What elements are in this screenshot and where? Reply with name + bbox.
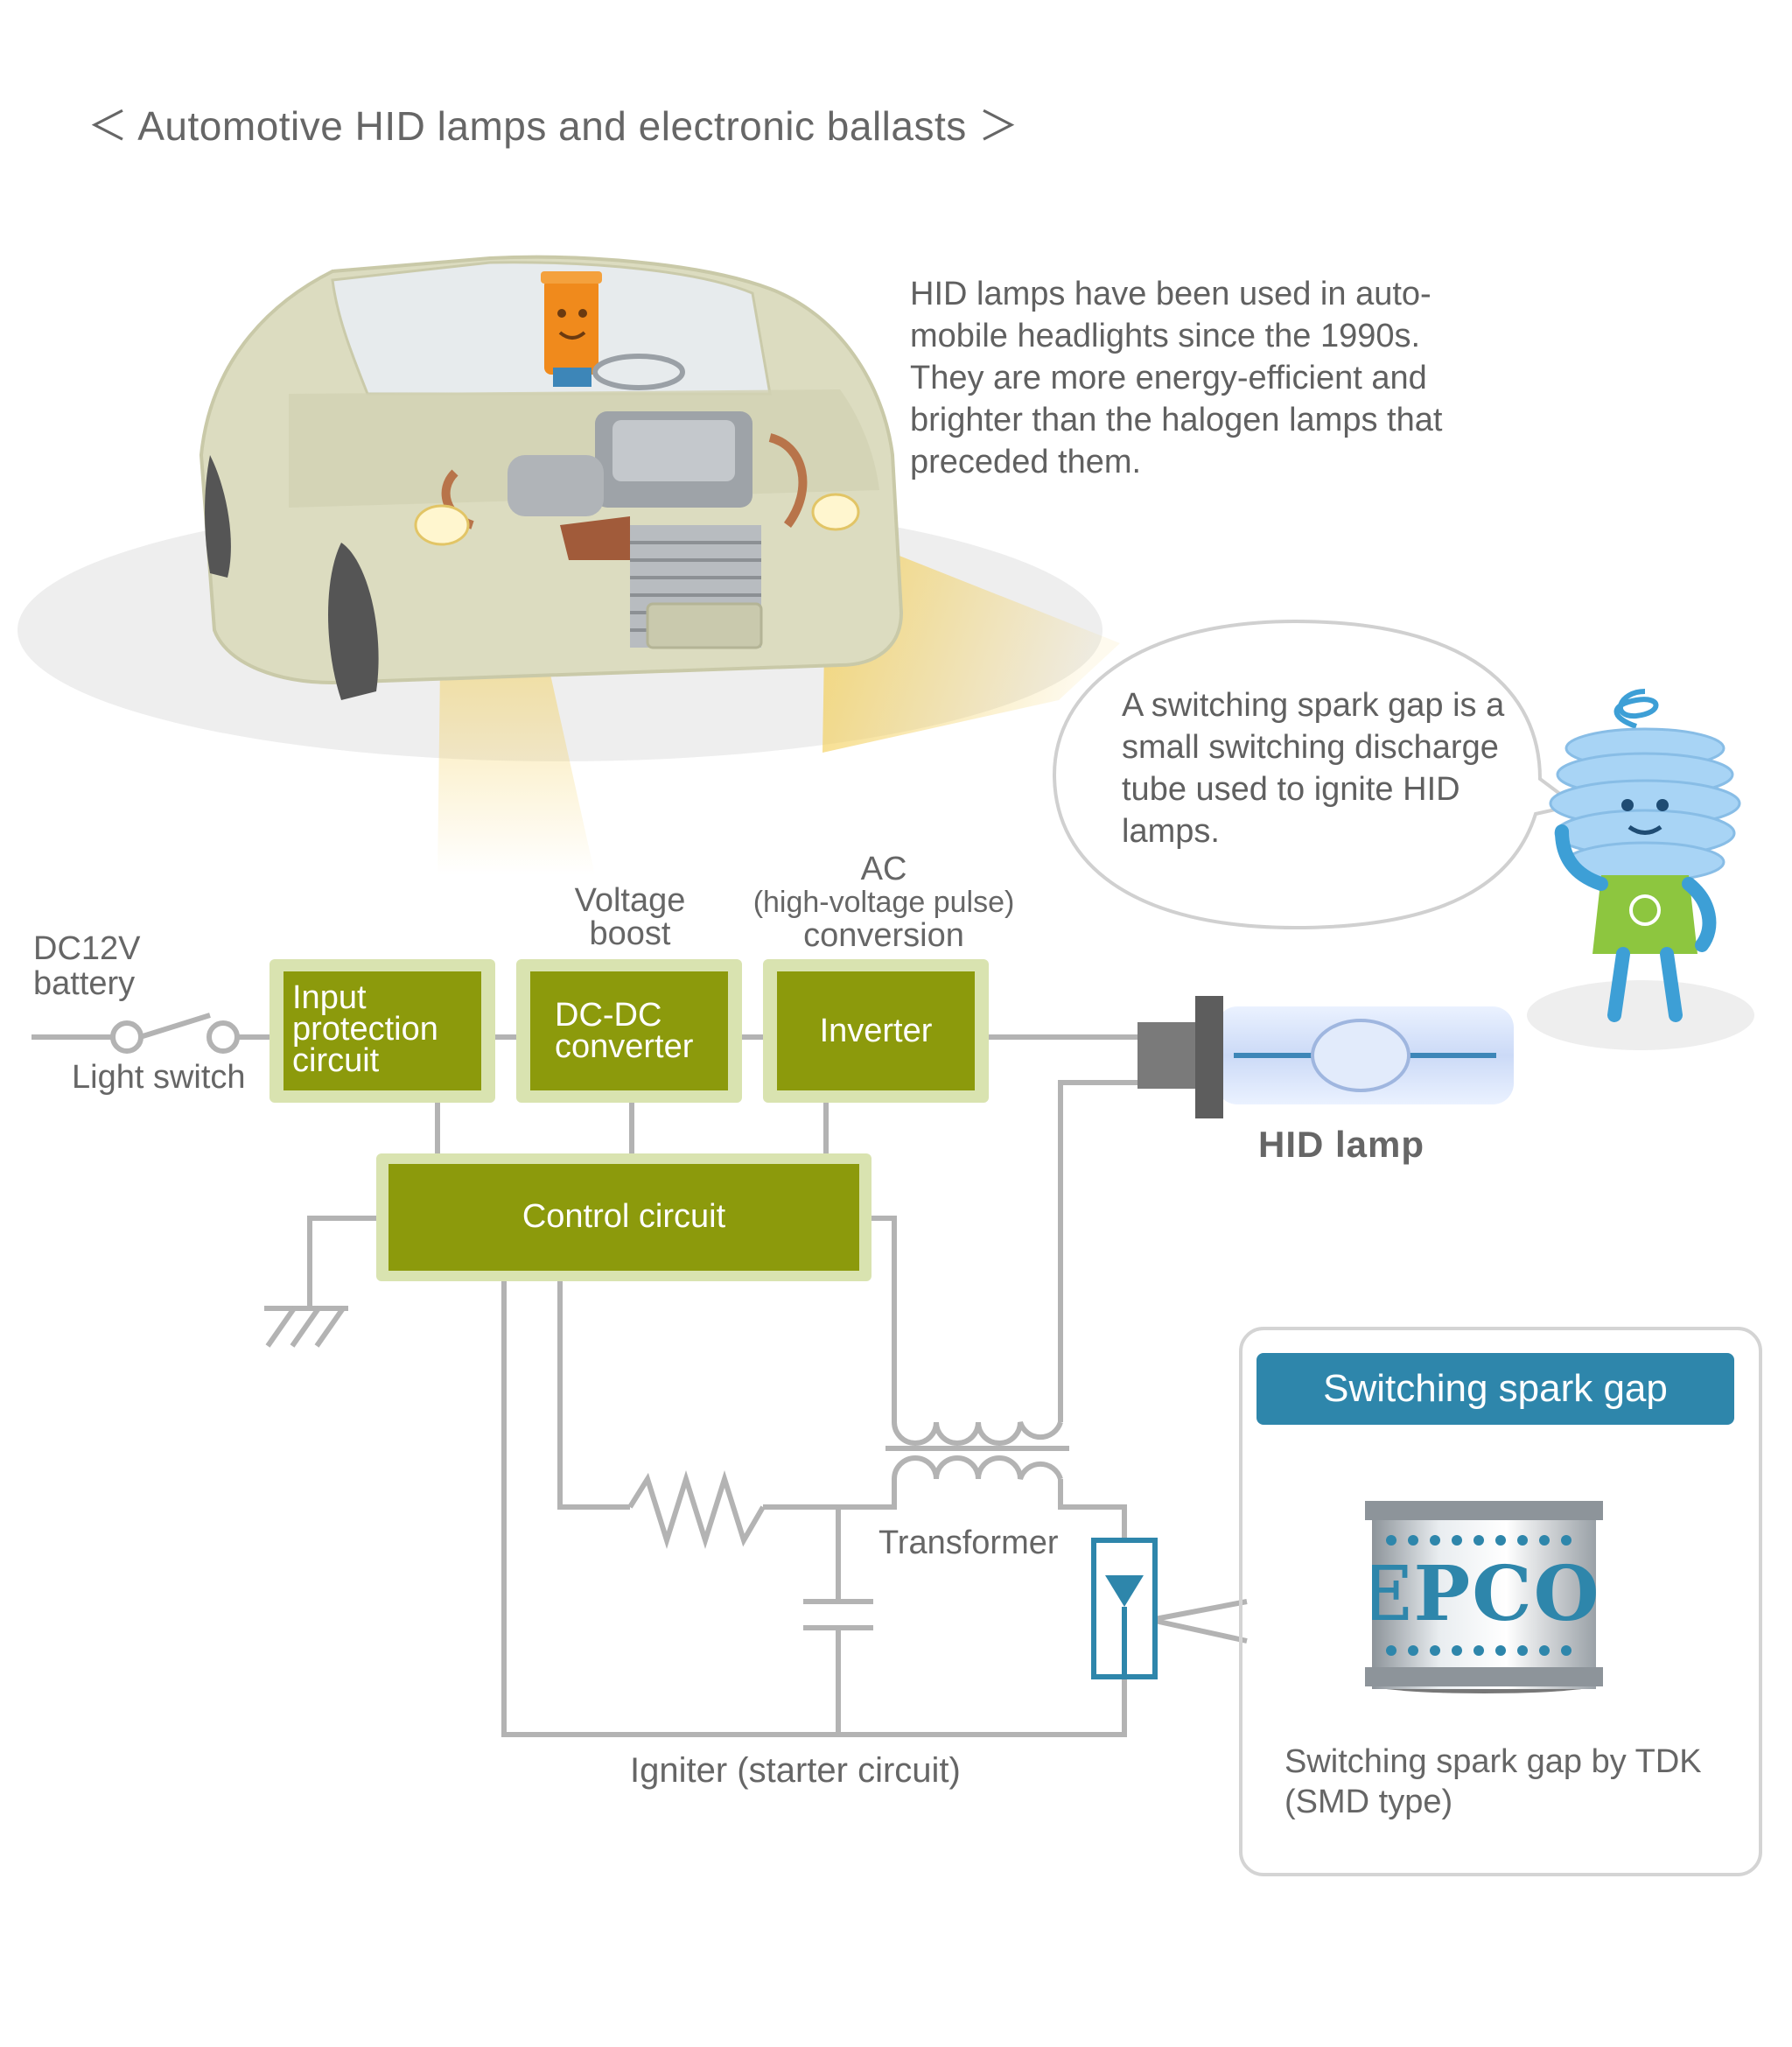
epcos-component [1365, 1501, 1603, 1693]
spark-gap-mascot [1527, 689, 1754, 1050]
driver-mascot [541, 271, 685, 390]
igniter-label: Igniter (starter circuit) [630, 1751, 961, 1790]
voltage-boost-label: Voltage boost [574, 882, 686, 952]
car-illustration [18, 255, 1120, 875]
circuit-wires [32, 1013, 1248, 1737]
inverter-label: Inverter [819, 1013, 933, 1049]
dc-dc-converter-block: DC-DC converter [516, 959, 742, 1103]
conversion-label: conversion [803, 917, 964, 954]
hid-lamp-label: HID lamp [1258, 1124, 1425, 1165]
headlight-left [414, 504, 470, 546]
control-circuit-label: Control circuit [522, 1198, 726, 1235]
light-switch-label: Light switch [72, 1059, 246, 1096]
speech-bubble-text: A switching spark gap is a small switchi… [1122, 687, 1505, 850]
page-title: ＜ Automotive HID lamps and electronic ba… [88, 103, 1019, 149]
switching-spark-gap-panel [1239, 1327, 1762, 1876]
car-grille [646, 602, 763, 649]
wheel-front-left [328, 543, 379, 700]
headlight-right [811, 493, 860, 531]
switching-spark-gap-title: Switching spark gap [1256, 1353, 1734, 1425]
switch-contact-left [110, 1020, 144, 1054]
transformer-label: Transformer [878, 1525, 1059, 1561]
intro-paragraph: HID lamps have been used in auto-mobile … [910, 276, 1443, 480]
wheel-rear-left [205, 455, 231, 578]
control-circuit-block: Control circuit [376, 1153, 872, 1281]
switching-spark-gap-caption: Switching spark gap by TDK (SMD type) [1284, 1743, 1702, 1820]
spark-gap-symbol [1091, 1538, 1158, 1679]
transformer-coils [886, 1420, 1069, 1481]
input-protection-block: Input protection circuit [270, 959, 495, 1103]
inverter-block: Inverter [763, 959, 989, 1103]
switch-contact-right [206, 1020, 240, 1054]
ac-label: AC [860, 851, 907, 887]
ac-pulse-label: (high-voltage pulse) [752, 886, 1015, 919]
speech-bubble [1052, 619, 1579, 930]
hid-lamp-illustration [1138, 996, 1514, 1118]
input-protection-label: Input protection circuit [292, 979, 438, 1079]
dc-dc-converter-label: DC-DC converter [555, 997, 694, 1065]
battery-label: DC12V battery [33, 930, 141, 1002]
